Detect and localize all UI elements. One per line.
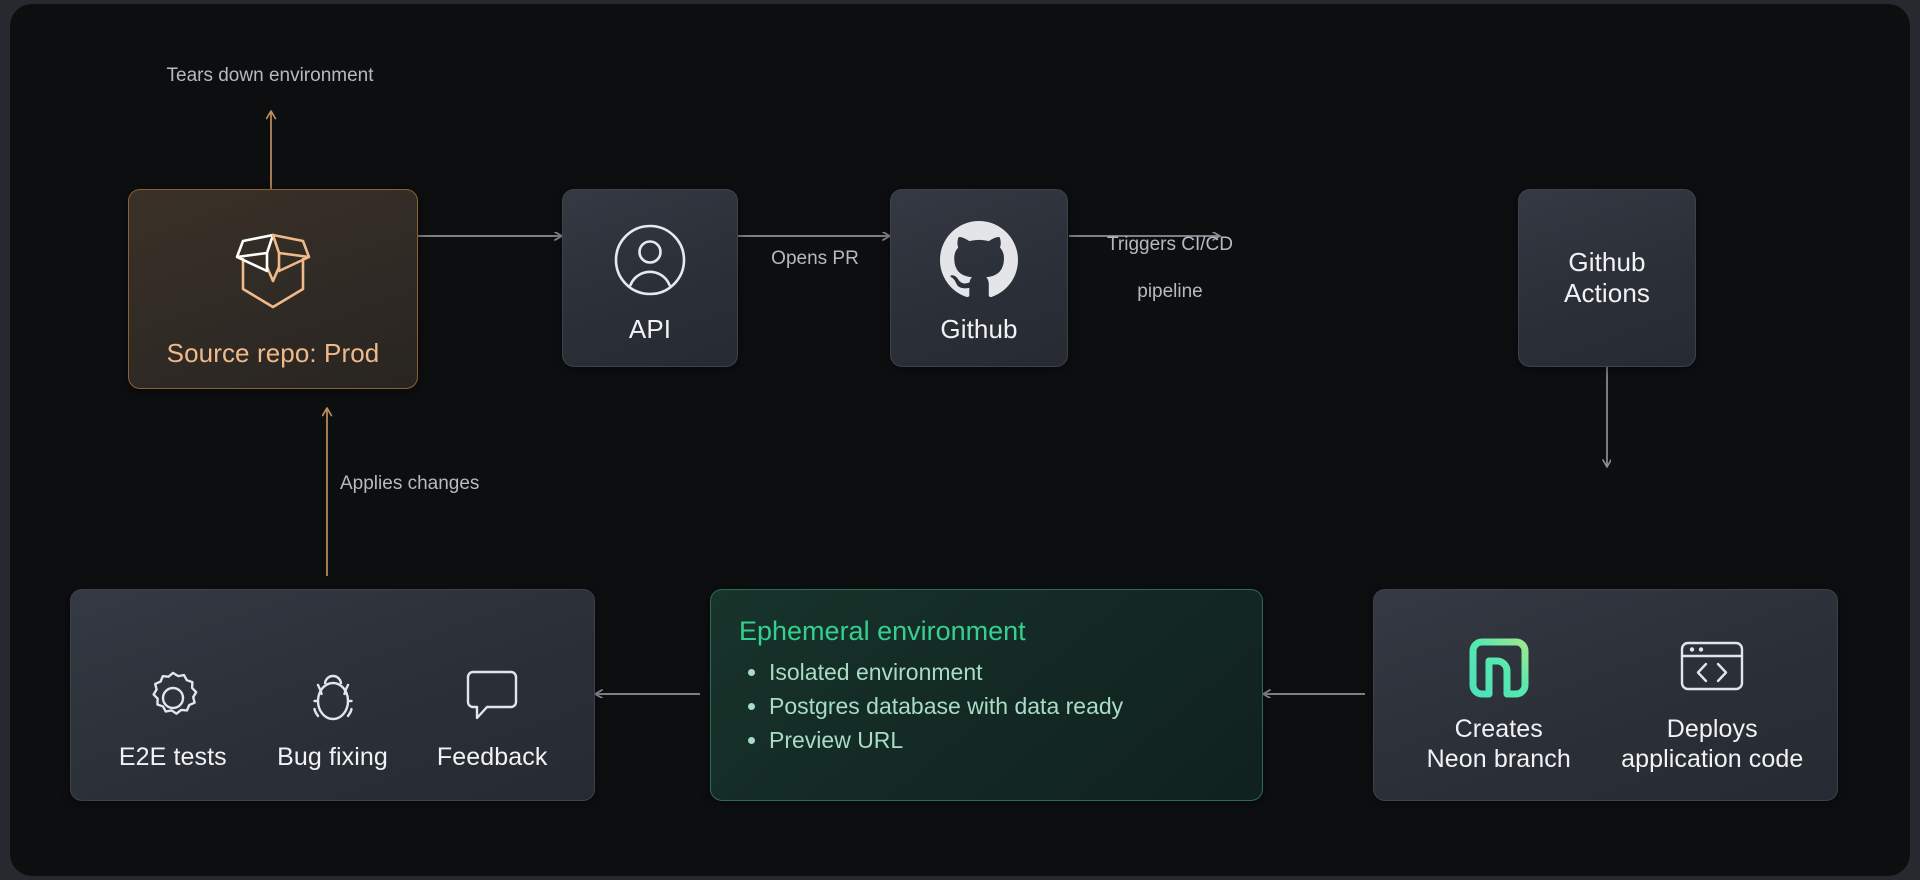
deploy-code-label: Deploys application code <box>1621 715 1803 774</box>
edge-label-tears-down: Tears down environment <box>166 65 374 86</box>
triggers-line-2: pipeline <box>1137 281 1203 303</box>
neon-branch-label: Creates Neon branch <box>1427 715 1571 774</box>
ephemeral-title: Ephemeral environment <box>739 616 1026 646</box>
neon-logo-icon <box>1468 637 1530 699</box>
qa-item-bug-fixing[interactable]: Bug fixing <box>253 665 413 773</box>
github-octocat-icon <box>891 190 1067 312</box>
list-item: Postgres database with data ready <box>748 689 1234 723</box>
github-actions-line-1: Github <box>1568 247 1646 278</box>
deploy-code-line-1: Deploys <box>1666 715 1758 743</box>
open-box-icon <box>129 190 417 332</box>
qa-item-feedback-label: Feedback <box>436 742 548 771</box>
list-item: Preview URL <box>748 723 1234 757</box>
qa-item-e2e-tests[interactable]: E2E tests <box>93 665 253 773</box>
neon-branch-line-1: Creates <box>1454 715 1543 743</box>
code-window-icon <box>1679 639 1745 699</box>
gear-icon <box>142 665 204 727</box>
node-github-actions-label: Github Actions <box>1564 247 1650 308</box>
qa-item-bug-fixing-label: Bug fixing <box>277 742 388 771</box>
edge-label-applies-changes: Applies changes <box>340 473 480 494</box>
list-item: Isolated environment <box>748 655 1234 689</box>
node-github[interactable]: Github <box>890 189 1068 367</box>
node-qa-activities[interactable]: E2E tests Bug fixing <box>70 589 595 801</box>
node-github-label: Github <box>940 314 1018 344</box>
diagram-canvas: Tears down environment Opens PR Triggers… <box>10 4 1910 876</box>
node-neon-deploy[interactable]: Creates Neon branch Deploys <box>1373 589 1838 801</box>
neon-branch-item[interactable]: Creates Neon branch <box>1392 637 1606 774</box>
deploy-code-item[interactable]: Deploys application code <box>1606 639 1820 774</box>
edge-label-opens-pr: Opens PR <box>771 248 859 269</box>
node-ephemeral-environment[interactable]: Ephemeral environment Isolated environme… <box>710 589 1263 801</box>
node-api-label: API <box>628 314 672 344</box>
node-github-actions[interactable]: Github Actions <box>1518 189 1696 367</box>
triggers-line-1: Triggers CI/CD <box>1107 233 1233 255</box>
github-actions-line-2: Actions <box>1564 278 1650 308</box>
qa-item-feedback[interactable]: Feedback <box>412 665 572 773</box>
bug-icon <box>302 665 364 727</box>
ephemeral-bullet-list: Isolated environment Postgres database w… <box>739 655 1234 757</box>
node-source-repo[interactable]: Source repo: Prod <box>128 189 418 389</box>
deploy-code-line-2: application code <box>1621 744 1804 773</box>
qa-item-e2e-tests-label: E2E tests <box>118 742 227 771</box>
node-api[interactable]: API <box>562 189 738 367</box>
edge-label-triggers-cicd: Triggers CI/CD pipeline <box>1060 209 1280 304</box>
neon-branch-line-2: Neon branch <box>1426 744 1571 773</box>
node-source-repo-label: Source repo: Prod <box>166 338 380 368</box>
speech-bubble-icon <box>459 665 525 727</box>
user-circle-icon <box>563 190 737 312</box>
